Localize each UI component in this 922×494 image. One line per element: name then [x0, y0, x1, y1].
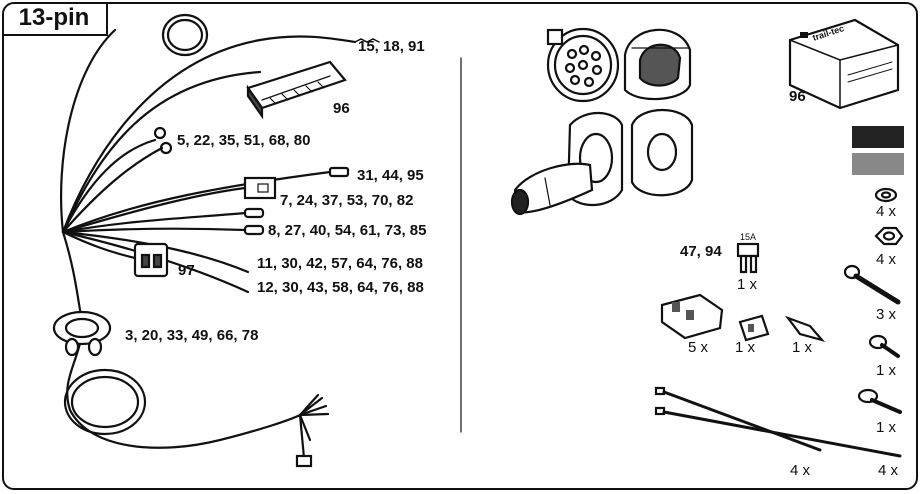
label-pins-8: 8, 27, 40, 54, 61, 73, 85 — [268, 222, 427, 239]
qty-connector-block: 5 x — [688, 339, 709, 356]
qty-bolt: 3 x — [876, 306, 897, 323]
label-connector-7: 7, 24, 37, 53, 70, 82 — [280, 192, 414, 209]
fuse-rating-text: 15A — [740, 232, 757, 242]
gasket — [630, 108, 694, 197]
harness-connector-96 — [246, 60, 347, 120]
socket-back-view — [546, 27, 620, 103]
page-title: 13-pin — [18, 4, 90, 31]
pin-terminal-1 — [243, 207, 265, 219]
bolt — [843, 264, 901, 305]
control-module — [788, 18, 900, 110]
qty-tapping-screw: 1 x — [876, 419, 897, 436]
socket-front-view — [623, 28, 692, 101]
label-module-96: 96 — [789, 88, 806, 105]
pin-terminal-2 — [243, 224, 265, 236]
velcro-strip-light — [852, 153, 904, 175]
blade-fuse — [736, 242, 760, 274]
grommet — [52, 310, 112, 357]
connector-97 — [133, 242, 169, 278]
wiring-harness — [60, 13, 380, 460]
mounting-plate-with-plug — [510, 111, 624, 216]
label-wire-12: 12, 30, 43, 58, 64, 76, 88 — [257, 279, 424, 296]
tapping-screw — [857, 388, 902, 414]
machine-screw — [868, 334, 900, 358]
label-terminal-31: 31, 44, 95 — [357, 167, 424, 184]
spade-terminal — [328, 166, 350, 178]
washer — [874, 187, 898, 203]
label-wire-end-1: 15, 18, 91 — [358, 38, 425, 55]
qty-housing: 1 x — [735, 339, 756, 356]
qty-cable-tie-2: 4 x — [878, 462, 899, 479]
qty-cable-tie-1: 4 x — [790, 462, 811, 479]
connector-7 — [243, 176, 277, 200]
cable-tie-1 — [654, 386, 822, 452]
ring-terminals — [153, 126, 173, 155]
label-grommet: 3, 20, 33, 49, 66, 78 — [125, 327, 259, 344]
qty-fuse: 1 x — [737, 276, 758, 293]
label-ring-terminals: 5, 22, 35, 51, 68, 80 — [177, 132, 311, 149]
label-wire-11: 11, 30, 42, 57, 64, 76, 88 — [257, 255, 423, 272]
qty-nut: 4 x — [876, 251, 897, 268]
qty-screw: 1 x — [876, 362, 897, 379]
label-fuse: 47, 94 — [680, 243, 722, 260]
cable-tie-2 — [654, 406, 902, 458]
title-box: 13-pin — [2, 2, 108, 36]
connector-block — [660, 293, 724, 340]
qty-crimp: 1 x — [792, 339, 813, 356]
label-connector-96: 96 — [333, 100, 350, 117]
label-connector-97: 97 — [178, 262, 195, 279]
wire-end-connector — [295, 454, 313, 468]
connector-housing — [738, 314, 770, 342]
qty-washer: 4 x — [876, 203, 897, 220]
crimp-terminal — [784, 315, 826, 343]
nut — [874, 226, 904, 246]
velcro-strip-dark — [852, 126, 904, 148]
